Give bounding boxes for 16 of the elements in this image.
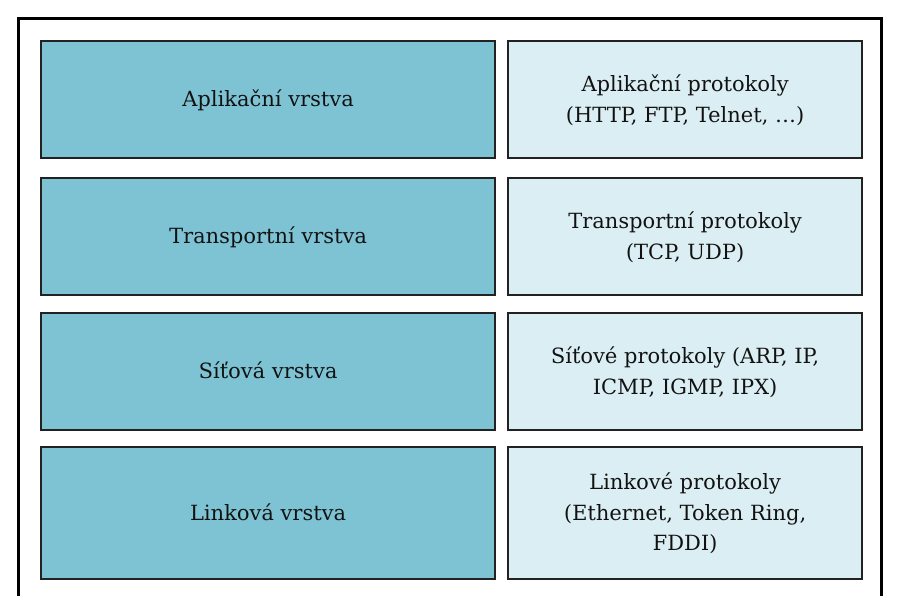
protocol-box bbox=[507, 177, 863, 296]
protocol-label: Síťové protokoly (ARP, IP, ICMP, IGMP, IPX) bbox=[550, 343, 820, 400]
layer-label: Aplikační vrstva bbox=[182, 86, 354, 114]
layer-box bbox=[40, 446, 496, 580]
layer-box bbox=[40, 40, 496, 159]
layer-label: Transportní vrstva bbox=[169, 223, 367, 250]
protocol-box bbox=[507, 312, 863, 431]
protocol-box bbox=[507, 40, 863, 159]
protocol-box bbox=[507, 446, 863, 580]
layer-label: Síťová vrstva bbox=[198, 358, 338, 386]
protocol-label: Transportní protokoly (TCP, UDP) bbox=[567, 208, 803, 266]
protocol-label: Linkové protokoly (Ethernet, Token Ring, FDDI) bbox=[562, 469, 808, 558]
layer-label: Linková vrstva bbox=[190, 500, 346, 527]
protocol-label: Aplikační protokoly (HTTP, FTP, Telnet, …) bbox=[564, 71, 806, 128]
layer-box bbox=[40, 312, 496, 431]
layer-box bbox=[40, 177, 496, 296]
